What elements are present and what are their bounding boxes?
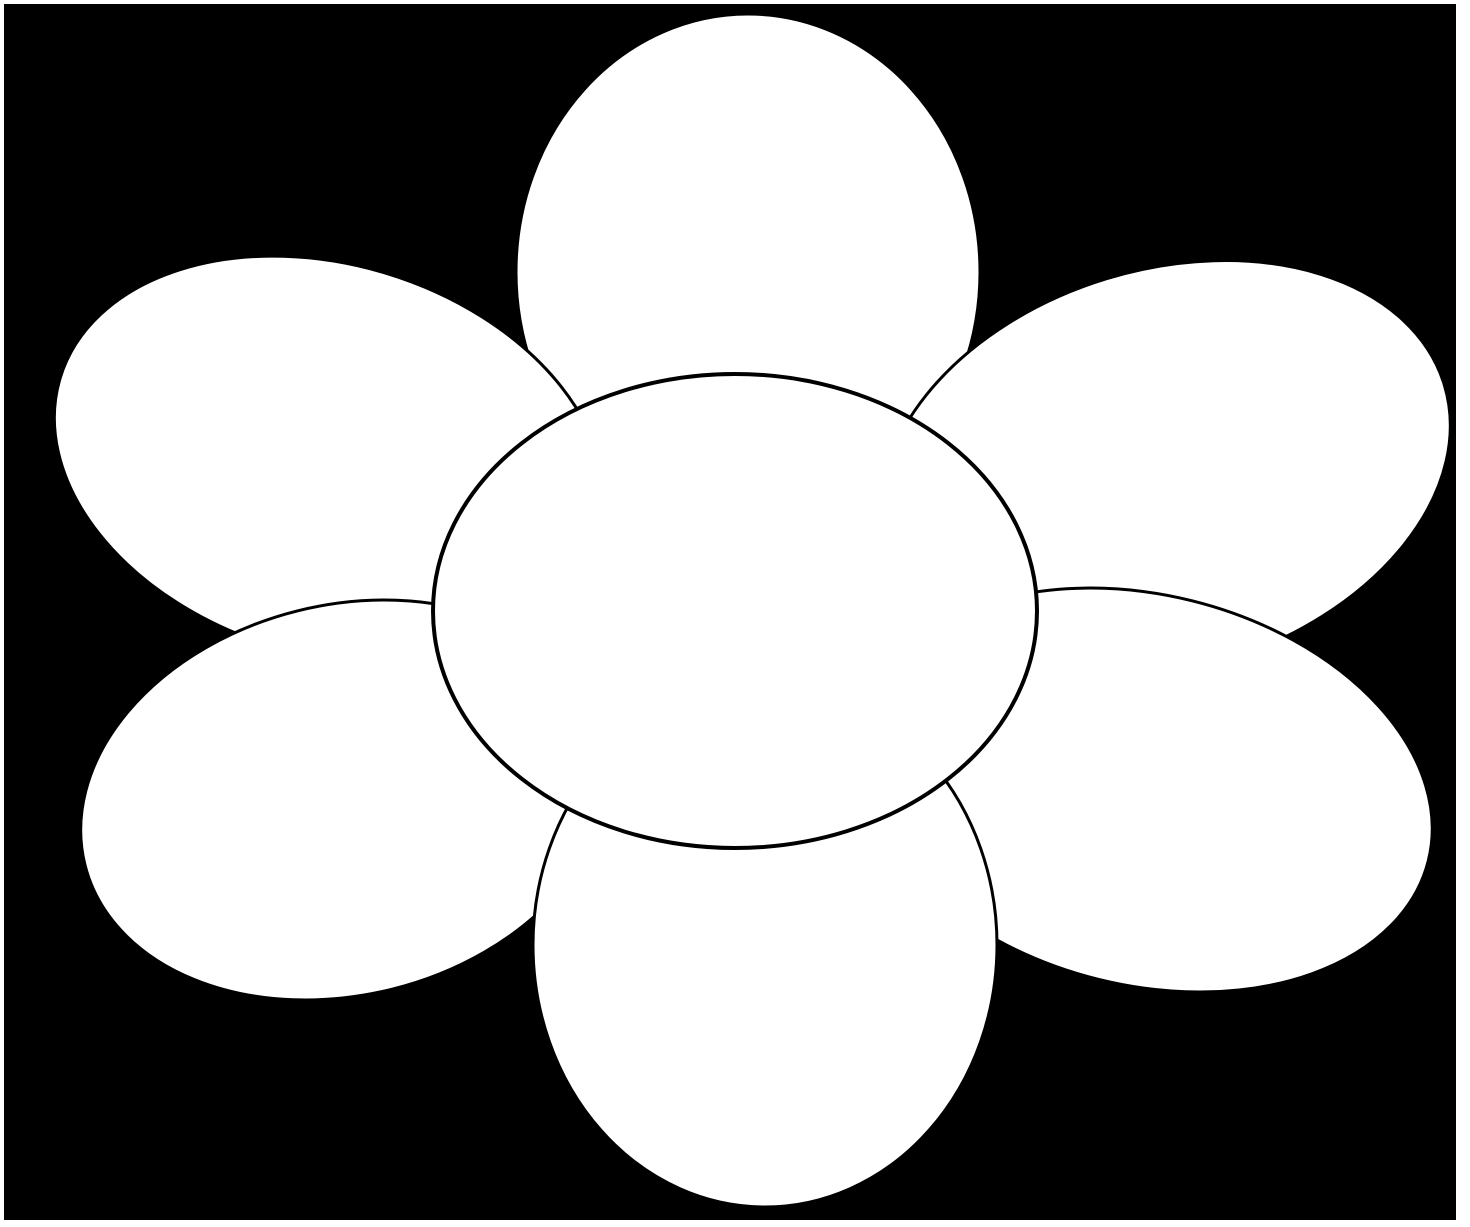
flower-center (433, 374, 1037, 848)
